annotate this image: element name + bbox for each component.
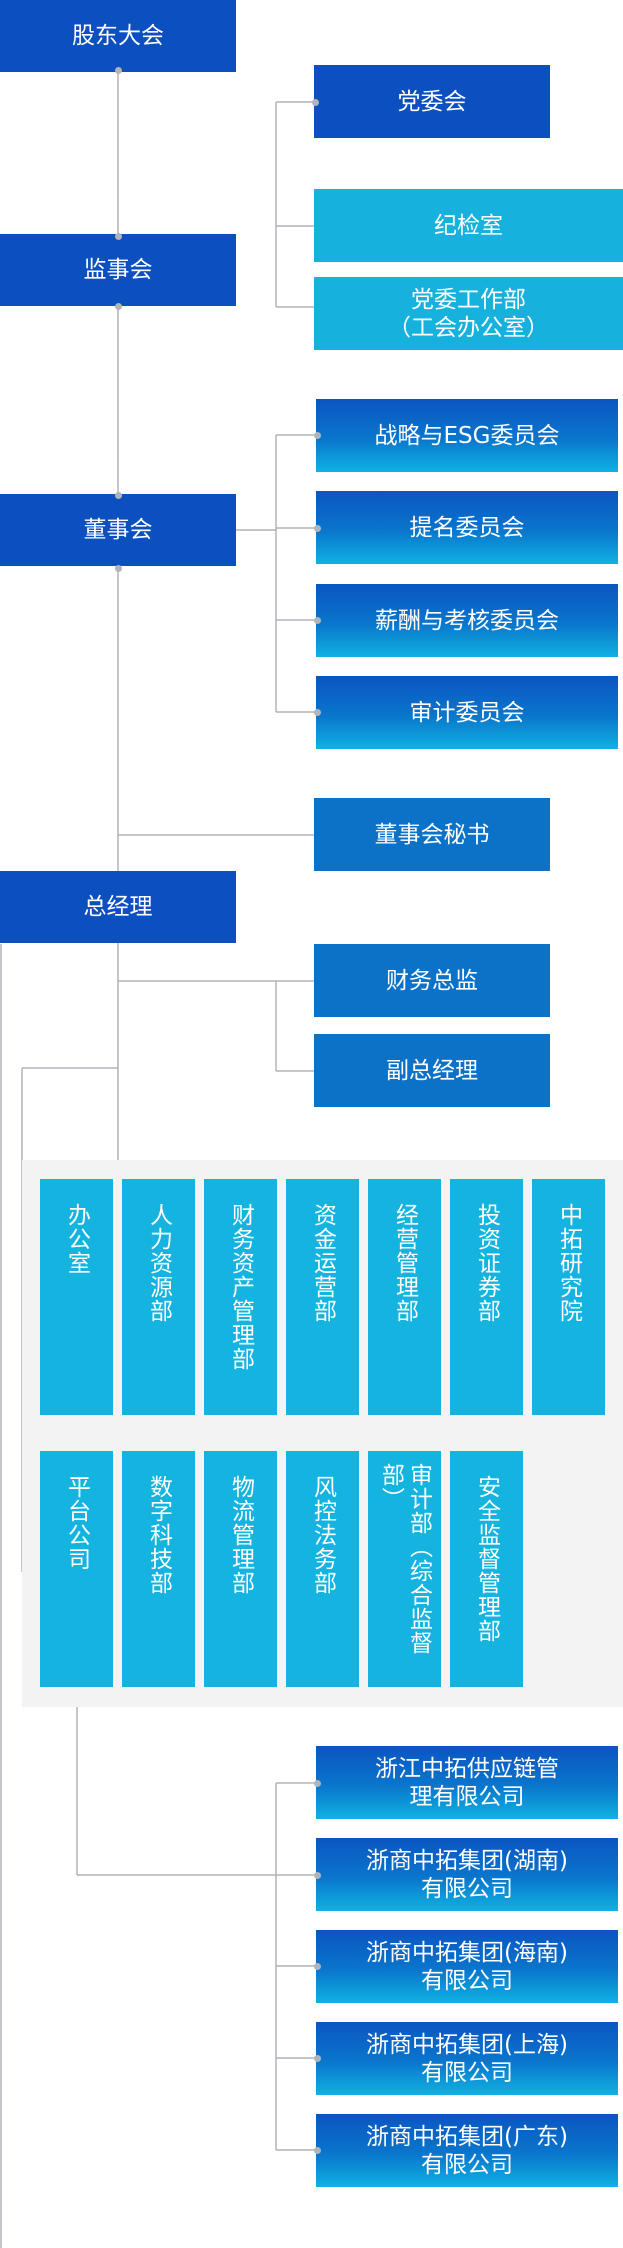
connector-dot <box>115 303 122 310</box>
subsidiary-box: 浙商中拓集团(海南) 有限公司 <box>316 1930 618 2003</box>
department-box: 投资证券部 <box>450 1179 523 1415</box>
subsidiary-box: 浙商中拓集团(广东) 有限公司 <box>316 2114 618 2187</box>
connector-dot <box>115 233 122 240</box>
department-box: 财务资产管理部 <box>204 1179 277 1415</box>
shareholders-meeting-box: 股东大会 <box>0 0 236 72</box>
connector-dot <box>314 1872 321 1879</box>
department-label: 办公室 <box>63 1203 90 1275</box>
platform-companies-box: 平台公司 <box>40 1451 113 1687</box>
connector-dot <box>314 617 321 624</box>
connector-dot <box>312 99 319 106</box>
subsidiary-box: 浙商中拓集团(湖南) 有限公司 <box>316 1838 618 1911</box>
department-box: 中拓研究院 <box>532 1179 605 1415</box>
deputy-gm-box: 副总经理 <box>314 1034 550 1107</box>
department-box: 审计部（综合监督部） <box>368 1451 441 1687</box>
department-box: 风控法务部 <box>286 1451 359 1687</box>
department-label: 风控法务部 <box>309 1475 336 1595</box>
department-label: 资金运营部 <box>309 1203 336 1323</box>
cfo-box: 财务总监 <box>314 944 550 1017</box>
general-manager-box: 总经理 <box>0 871 236 943</box>
committee-box: 战略与ESG委员会 <box>316 399 618 472</box>
department-label: 中拓研究院 <box>555 1203 582 1323</box>
connector-dot <box>115 565 122 572</box>
party-committee-box: 党委会 <box>314 65 550 138</box>
department-label: 安全监督管理部 <box>473 1475 500 1643</box>
department-box: 安全监督管理部 <box>450 1451 523 1687</box>
committee-box: 薪酬与考核委员会 <box>316 584 618 657</box>
department-label: 审计部（综合监督部） <box>377 1463 432 1655</box>
connector-dot <box>115 492 122 499</box>
party-work-dept-box: 党委工作部 （工会办公室） <box>314 277 623 350</box>
board-of-directors-box: 董事会 <box>0 494 236 566</box>
department-label: 投资证券部 <box>473 1203 500 1323</box>
department-label: 经营管理部 <box>391 1203 418 1323</box>
connector-dot <box>314 525 321 532</box>
department-label: 人力资源部 <box>145 1203 172 1323</box>
discipline-office-box: 纪检室 <box>314 189 623 262</box>
connector-dot <box>314 1963 321 1970</box>
connector-dot <box>314 1780 321 1787</box>
connector-dot <box>314 709 321 716</box>
committee-box: 审计委员会 <box>316 676 618 749</box>
subsidiary-box: 浙商中拓集团(上海) 有限公司 <box>316 2022 618 2095</box>
department-box: 资金运营部 <box>286 1179 359 1415</box>
connector-dot <box>314 2055 321 2062</box>
department-label: 平台公司 <box>63 1475 90 1571</box>
department-box: 物流管理部 <box>204 1451 277 1687</box>
committee-box: 提名委员会 <box>316 491 618 564</box>
supervisory-board-box: 监事会 <box>0 234 236 306</box>
subsidiary-box: 浙江中拓供应链管 理有限公司 <box>316 1746 618 1819</box>
connector-dot <box>314 432 321 439</box>
department-box: 经营管理部 <box>368 1179 441 1415</box>
department-box: 办公室 <box>40 1179 113 1415</box>
board-secretary-box: 董事会秘书 <box>314 798 550 871</box>
department-box: 人力资源部 <box>122 1179 195 1415</box>
department-box: 数字科技部 <box>122 1451 195 1687</box>
department-label: 物流管理部 <box>227 1475 254 1595</box>
department-label: 数字科技部 <box>145 1475 172 1595</box>
connector-dot <box>314 2147 321 2154</box>
department-label: 财务资产管理部 <box>227 1203 254 1371</box>
connector-dot <box>115 67 122 74</box>
